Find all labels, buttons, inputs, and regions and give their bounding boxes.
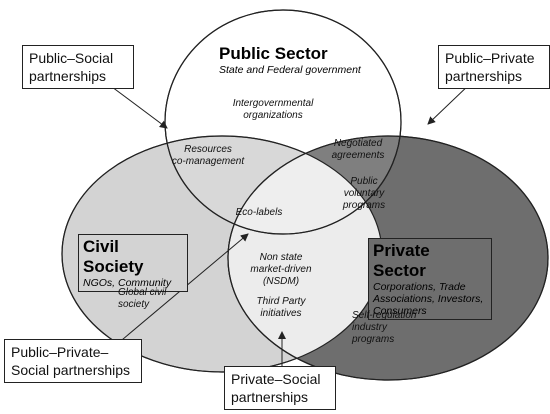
intergovernmental-label: Intergovernmental organizations [232, 98, 314, 121]
private-sector-title: Private Sector [373, 241, 430, 280]
civil-society-label: Civil Society NGOs, Community [78, 234, 188, 292]
public-sector-subtitle: State and Federal government [219, 64, 361, 76]
public-voluntary-programs-label: Public voluntary programs [342, 176, 386, 211]
public-social-partnerships-callout: Public–Social partnerships [22, 45, 134, 89]
private-social-partnerships-callout: Private–Social partnerships [224, 366, 336, 410]
arrow-public-private-social [109, 233, 249, 351]
civil-society-title: Civil Society [83, 237, 144, 276]
eco-labels-label: Eco-labels [235, 207, 283, 218]
global-civil-society-label: Global civil society [118, 287, 167, 310]
public-sector-title: Public Sector [219, 44, 328, 63]
civil-society-subtitle: NGOs, Community [83, 277, 172, 289]
public-sector-label: Public Sector State and Federal governme… [219, 44, 379, 76]
arrow-public-social [107, 83, 168, 129]
public-private-partnerships-callout: Public–Private partnerships [438, 45, 550, 89]
private-sector-label: Private Sector Corporations, Trade Assoc… [368, 238, 492, 320]
third-party-initiatives-label: Third Party initiatives [256, 296, 306, 319]
resources-comanagement-label: Resources co-management [171, 144, 245, 167]
public-private-social-partnerships-callout: Public–Private– Social partnerships [4, 339, 142, 383]
self-regulation-programs-label: Self-regulation industry programs [352, 310, 417, 345]
nsdm-label: Non state market-driven (NSDM) [250, 252, 312, 287]
private-sector-subtitle: Corporations, Trade Associations, Invest… [373, 281, 484, 317]
negotiated-agreements-label: Negotiated agreements [331, 138, 385, 161]
arrow-public-private [427, 81, 473, 125]
